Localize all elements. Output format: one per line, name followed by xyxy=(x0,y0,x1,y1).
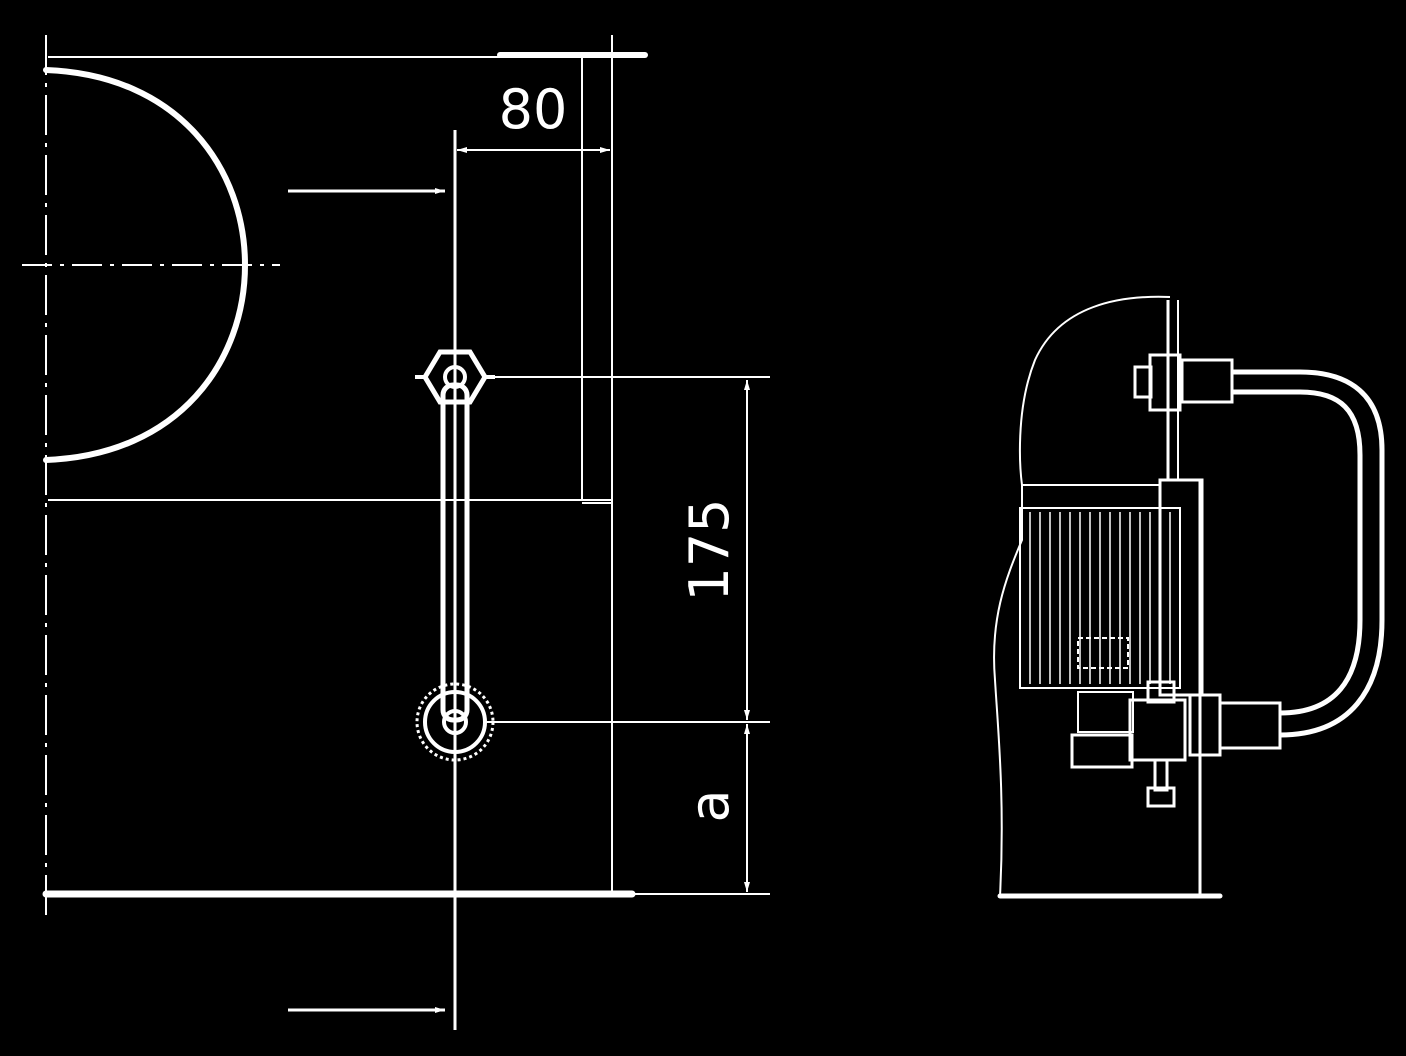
ribbed-block xyxy=(1019,507,1181,689)
ribbed-lines xyxy=(1029,512,1171,684)
left-view xyxy=(22,35,770,1030)
housing-outline xyxy=(993,295,1171,897)
dim-label-80: 80 xyxy=(499,78,568,141)
lower-fitting xyxy=(1218,701,1282,750)
upper-connector-cap xyxy=(1133,365,1153,399)
upper-fitting xyxy=(1180,358,1234,404)
right-view xyxy=(993,295,1385,899)
valve-link xyxy=(1077,691,1134,733)
valve-knob xyxy=(1146,680,1176,704)
valve-body xyxy=(1128,698,1187,762)
valve-inlet xyxy=(1070,733,1134,769)
hose-inner xyxy=(1232,389,1363,716)
lower-wheel-bore xyxy=(442,709,468,735)
valve-stem xyxy=(1153,758,1169,792)
hose-outer xyxy=(1232,369,1385,738)
dim-label-a: a xyxy=(678,789,741,822)
valve-drain xyxy=(1146,786,1176,808)
upper-connector-body xyxy=(1148,353,1182,412)
gauge-glass-tube xyxy=(440,382,470,723)
dashed-inset xyxy=(1077,637,1129,669)
lower-connector-body xyxy=(1188,693,1222,757)
dim-label-175: 175 xyxy=(678,498,741,601)
